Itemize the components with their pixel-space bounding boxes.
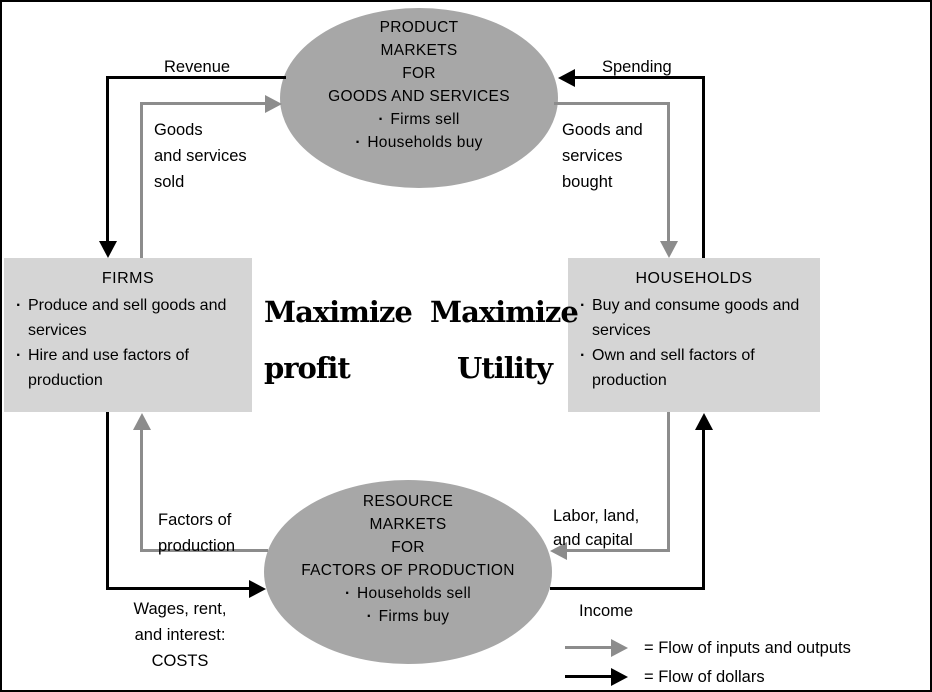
legend-black-arrow-icon xyxy=(611,668,628,686)
goods-bought-arrow-icon xyxy=(660,241,678,258)
costs-label: Wages, rent, and interest: COSTS xyxy=(100,596,260,674)
firms-goal-line: profit xyxy=(264,351,351,385)
resource-markets-title-line: FOR xyxy=(391,539,425,556)
resource-markets-title-line: FACTORS OF PRODUCTION xyxy=(301,562,515,579)
costs-label-line: COSTS xyxy=(151,652,209,670)
households-goal-line: Utility xyxy=(457,351,553,385)
goods-sold-label-line: sold xyxy=(154,173,185,191)
goods-sold-flow-line xyxy=(140,102,266,105)
costs-flow-line xyxy=(106,412,109,590)
resource-markets-node: RESOURCE MARKETS FOR FACTORS OF PRODUCTI… xyxy=(264,480,552,664)
goods-sold-flow-line xyxy=(140,102,143,258)
legend-gray-arrow-icon xyxy=(611,639,628,657)
households-goal: Maximize Utility xyxy=(430,284,579,396)
legend-dollars-label: = Flow of dollars xyxy=(644,668,765,686)
goods-sold-label-line: Goods xyxy=(154,121,203,139)
households-bullet: Own and sell factors of production xyxy=(578,343,812,393)
costs-label-line: and interest: xyxy=(134,626,226,644)
factors-flow-line xyxy=(140,549,268,552)
costs-flow-line xyxy=(106,587,249,590)
resource-markets-title-line: RESOURCE xyxy=(362,493,454,510)
firms-goal-line: Maximize xyxy=(264,295,413,329)
spending-arrow-icon xyxy=(558,69,575,87)
resource-markets-title-line: MARKETS xyxy=(369,516,447,533)
labor-label-line: Labor, land, xyxy=(553,507,640,525)
goods-sold-arrow-icon xyxy=(265,95,282,113)
goods-bought-label-line: services xyxy=(562,147,623,165)
product-markets-title-line: MARKETS xyxy=(380,42,458,59)
product-markets-bullet: Firms sell xyxy=(378,108,459,131)
legend-inputs-outputs-label: = Flow of inputs and outputs xyxy=(644,639,851,657)
costs-arrow-icon xyxy=(249,580,266,598)
labor-label-line: and capital xyxy=(553,531,633,549)
factors-arrow-icon xyxy=(133,413,151,430)
households-bullet: Buy and consume goods and services xyxy=(578,293,812,343)
firms-goal: Maximize profit xyxy=(264,284,413,396)
firms-bullet: Produce and sell goods and services xyxy=(14,293,244,343)
goods-bought-label-line: bought xyxy=(562,173,613,191)
income-flow-line xyxy=(550,587,705,590)
households-goal-line: Maximize xyxy=(430,295,579,329)
income-flow-line xyxy=(702,430,705,590)
income-label: Income xyxy=(579,602,634,620)
firms-title: FIRMS xyxy=(101,270,155,287)
spending-label: Spending xyxy=(602,58,672,76)
legend-gray-line xyxy=(565,646,611,649)
households-node: HOUSEHOLDS Buy and consume goods and ser… xyxy=(568,258,820,412)
factors-label-line: Factors of xyxy=(158,511,232,529)
spending-flow-line xyxy=(702,76,705,258)
labor-flow-line xyxy=(566,549,670,552)
product-markets-title-line: FOR xyxy=(402,65,436,82)
resource-markets-bullet: Firms buy xyxy=(367,605,450,628)
factors-label-line: production xyxy=(158,537,236,555)
labor-flow-line xyxy=(667,412,670,552)
factors-label: Factors of production xyxy=(158,507,235,559)
product-markets-bullet: Households buy xyxy=(355,131,482,154)
goods-bought-flow-line xyxy=(667,102,670,242)
labor-label: Labor, land, and capital xyxy=(553,504,639,552)
revenue-arrow-icon xyxy=(99,241,117,258)
factors-flow-line xyxy=(140,430,143,552)
spending-flow-line xyxy=(574,76,705,79)
goods-sold-label-line: and services xyxy=(154,147,247,165)
revenue-flow-line xyxy=(106,76,286,79)
goods-bought-flow-line xyxy=(554,102,670,105)
firms-bullet: Hire and use factors of production xyxy=(14,343,244,393)
goods-bought-label: Goods and services bought xyxy=(562,117,643,195)
firms-node: FIRMS Produce and sell goods and service… xyxy=(4,258,252,412)
income-arrow-icon xyxy=(695,413,713,430)
costs-label-line: Wages, rent, xyxy=(133,600,227,618)
revenue-flow-line xyxy=(106,76,109,242)
resource-markets-bullet: Households sell xyxy=(345,582,471,605)
legend-black-line xyxy=(565,675,611,678)
product-markets-title-line: GOODS AND SERVICES xyxy=(328,88,510,105)
product-markets-title-line: PRODUCT xyxy=(379,19,459,36)
revenue-label: Revenue xyxy=(164,58,231,76)
households-title: HOUSEHOLDS xyxy=(635,270,753,287)
goods-sold-label: Goods and services sold xyxy=(154,117,247,195)
goods-bought-label-line: Goods and xyxy=(562,121,643,139)
labor-arrow-icon xyxy=(550,542,567,560)
product-markets-node: PRODUCT MARKETS FOR GOODS AND SERVICES F… xyxy=(280,8,558,188)
